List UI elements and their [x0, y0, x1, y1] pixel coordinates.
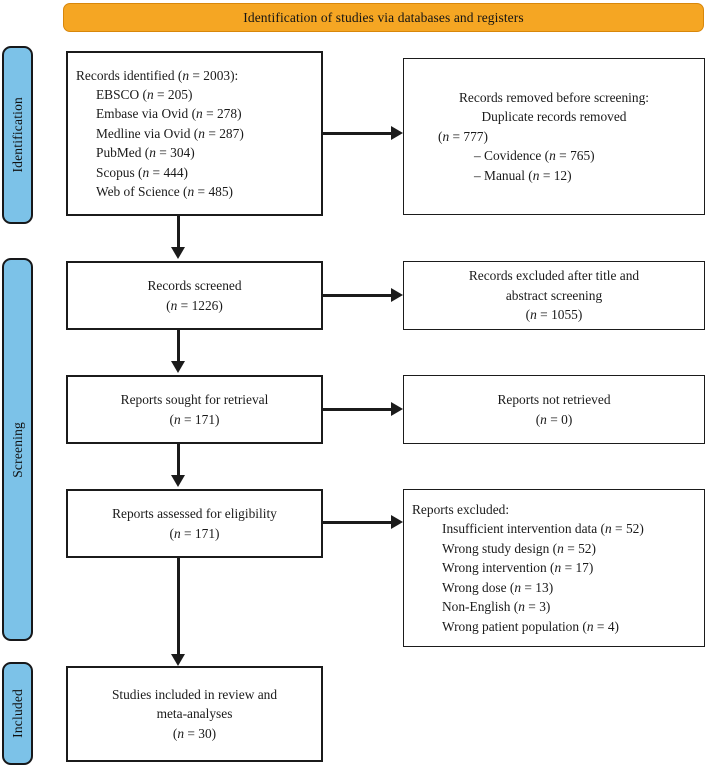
arrow-sought-to-assessed-head	[171, 475, 185, 487]
box-reports-excluded: Reports excluded: Insufficient intervent…	[403, 489, 705, 647]
arrow-screened-to-sought	[177, 330, 180, 363]
reports-assessed-line1: Reports assessed for eligibility	[112, 506, 277, 522]
box-records-removed: Records removed before screening: Duplic…	[403, 58, 705, 215]
records-identified-source: Embase via Ovid (n = 278)	[96, 106, 242, 122]
records-excluded-line3: (n = 1055)	[525, 307, 583, 323]
arrow-identified-to-removed	[323, 132, 391, 135]
stage-tab-included-label: Included	[9, 689, 25, 738]
reports-excluded-reason: Wrong study design (n = 52)	[442, 540, 596, 556]
records-screened-line1: Records screened	[147, 278, 242, 294]
box-reports-assessed: Reports assessed for eligibility (n = 17…	[66, 489, 323, 558]
records-removed-line1: Records removed before screening:	[459, 89, 649, 105]
records-removed-line3: (n = 777)	[438, 128, 488, 144]
stage-tab-included: Included	[2, 662, 33, 765]
box-reports-sought: Reports sought for retrieval (n = 171)	[66, 375, 323, 444]
reports-not-retrieved-line2: (n = 0)	[535, 411, 573, 427]
studies-included-text: Studies included in review and meta-anal…	[68, 685, 321, 743]
identification-banner: Identification of studies via databases …	[63, 3, 704, 32]
records-screened-line2: (n = 1226)	[166, 297, 223, 313]
box-records-excluded: Records excluded after title and abstrac…	[403, 261, 705, 330]
box-records-identified: Records identified (n = 2003): EBSCO (n …	[66, 51, 323, 216]
box-records-screened: Records screened (n = 1226)	[66, 261, 323, 330]
records-screened-text: Records screened (n = 1226)	[68, 276, 321, 315]
arrow-identified-to-screened-head	[171, 247, 185, 259]
reports-excluded-header: Reports excluded:	[412, 502, 510, 518]
records-identified-source: Web of Science (n = 485)	[96, 184, 233, 200]
reports-sought-line1: Reports sought for retrieval	[120, 392, 269, 408]
records-identified-header: Records identified (n = 2003):	[76, 67, 239, 83]
studies-included-line1: Studies included in review and	[111, 686, 278, 702]
records-identified-source: EBSCO (n = 205)	[96, 86, 193, 102]
arrow-assessed-to-excluded	[323, 521, 391, 524]
box-reports-not-retrieved: Reports not retrieved (n = 0)	[403, 375, 705, 444]
arrow-identified-to-screened	[177, 216, 180, 249]
arrow-sought-to-not-retrieved	[323, 408, 391, 411]
arrow-screened-to-excluded-head	[391, 288, 403, 302]
reports-assessed-text: Reports assessed for eligibility (n = 17…	[68, 504, 321, 543]
reports-assessed-line2: (n = 171)	[169, 525, 220, 541]
records-identified-text: Records identified (n = 2003): EBSCO (n …	[68, 66, 321, 202]
records-excluded-line2: abstract screening	[505, 287, 603, 303]
reports-excluded-reason: Wrong dose (n = 13)	[442, 579, 554, 595]
arrow-assessed-to-included	[177, 558, 180, 656]
records-removed-item: – Covidence (n = 765)	[474, 148, 595, 164]
arrow-sought-to-not-retrieved-head	[391, 402, 403, 416]
arrow-assessed-to-included-head	[171, 654, 185, 666]
stage-tab-identification-label: Identification	[9, 97, 25, 173]
arrow-identified-to-removed-head	[391, 126, 403, 140]
reports-excluded-reason: Wrong intervention (n = 17)	[442, 560, 594, 576]
reports-not-retrieved-line1: Reports not retrieved	[497, 392, 611, 408]
reports-not-retrieved-text: Reports not retrieved (n = 0)	[404, 390, 704, 429]
studies-included-line2: meta-analyses	[156, 706, 233, 722]
records-excluded-text: Records excluded after title and abstrac…	[404, 266, 704, 324]
records-removed-line2: Duplicate records removed	[481, 109, 627, 125]
records-identified-source: Medline via Ovid (n = 287)	[96, 125, 244, 141]
reports-sought-line2: (n = 171)	[169, 411, 220, 427]
identification-banner-label: Identification of studies via databases …	[243, 9, 524, 25]
stage-tab-screening-label: Screening	[9, 421, 25, 478]
studies-included-line3: (n = 30)	[172, 725, 217, 741]
box-studies-included: Studies included in review and meta-anal…	[66, 666, 323, 762]
records-removed-text: Records removed before screening: Duplic…	[404, 88, 704, 185]
reports-excluded-reason: Insufficient intervention data (n = 52)	[442, 521, 644, 537]
arrow-sought-to-assessed	[177, 444, 180, 477]
records-identified-source: Scopus (n = 444)	[96, 164, 188, 180]
records-identified-source: PubMed (n = 304)	[96, 145, 195, 161]
arrow-assessed-to-excluded-head	[391, 515, 403, 529]
reports-excluded-reason: Wrong patient population (n = 4)	[442, 618, 619, 634]
reports-excluded-text: Reports excluded: Insufficient intervent…	[404, 500, 704, 636]
reports-sought-text: Reports sought for retrieval (n = 171)	[68, 390, 321, 429]
reports-excluded-reason: Non-English (n = 3)	[442, 599, 551, 615]
records-removed-item: – Manual (n = 12)	[474, 167, 572, 183]
stage-tab-screening: Screening	[2, 258, 33, 641]
records-excluded-line1: Records excluded after title and	[468, 268, 640, 284]
arrow-screened-to-sought-head	[171, 361, 185, 373]
arrow-screened-to-excluded	[323, 294, 391, 297]
stage-tab-identification: Identification	[2, 46, 33, 224]
